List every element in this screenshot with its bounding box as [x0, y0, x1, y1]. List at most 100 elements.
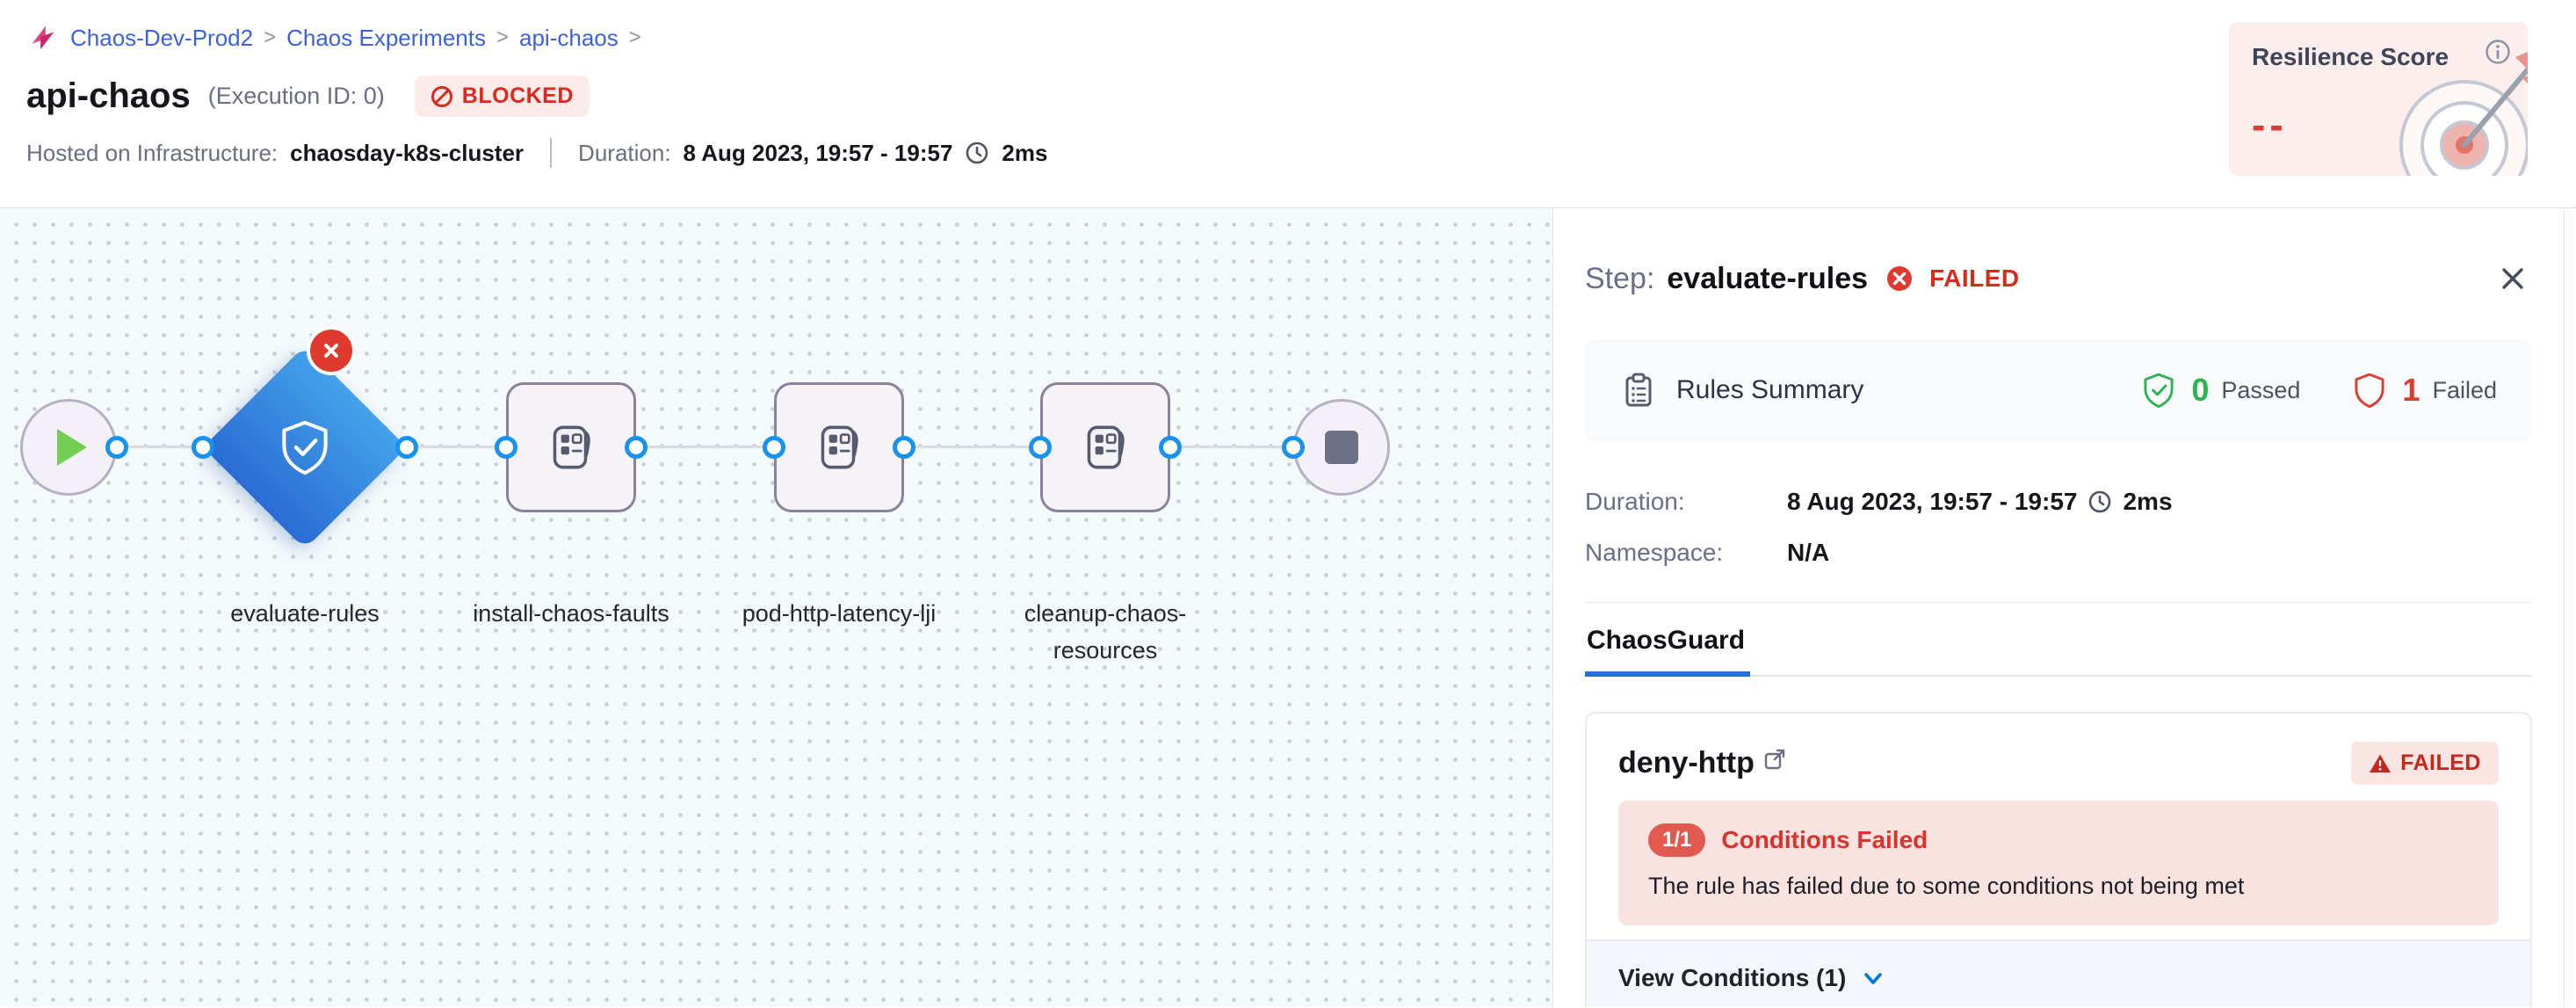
duration-label: Duration: [1585, 488, 1685, 515]
rule-card-header: deny-http [1587, 714, 2530, 785]
namespace-value: N/A [1787, 539, 1830, 566]
failed-circle-icon [1885, 265, 1914, 293]
step-details: Duration: 8 Aug 2023, 19:57 - 19:57 2ms … [1585, 488, 2532, 567]
edge-port[interactable] [495, 436, 517, 459]
namespace-row: Namespace: N/A [1585, 539, 2532, 567]
chevron-down-icon [1860, 965, 1886, 991]
breadcrumb-separator: > [264, 25, 277, 49]
duration-ms: 2ms [2123, 488, 2173, 515]
duration-label: Duration: [578, 139, 671, 166]
step-label: Step: [1585, 261, 1655, 295]
panel-tabbar: ChaosGuard [1585, 603, 2532, 677]
duration-value: 8 Aug 2023, 19:57 - 19:57 [1787, 488, 2078, 515]
edge-port[interactable] [763, 436, 785, 459]
edge-port[interactable] [1282, 436, 1305, 459]
edge-port[interactable] [192, 436, 214, 459]
pipeline-node-cleanup-chaos-resources[interactable] [1040, 382, 1170, 512]
node-label: evaluate-rules [230, 600, 380, 627]
pipeline-node-pod-http-latency[interactable] [774, 382, 904, 512]
breadcrumb: Chaos-Dev-Prod2 > Chaos Experiments > ap… [26, 21, 2576, 54]
chaos-fault-icon [542, 418, 600, 476]
conditions-failed-message: The rule has failed due to some conditio… [1648, 873, 2245, 899]
info-icon[interactable] [2484, 38, 2512, 70]
pipeline-end-node [1293, 399, 1390, 496]
rule-name: deny-http [1618, 746, 1755, 780]
meta-divider [550, 138, 553, 168]
duration-value: 8 Aug 2023, 19:57 - 19:57 [683, 139, 953, 166]
namespace-label: Namespace: [1585, 539, 1724, 566]
infra-value: chaosday-k8s-cluster [290, 139, 525, 166]
pipeline-node-install-chaos-faults[interactable] [506, 382, 636, 512]
breadcrumb-separator: > [496, 25, 510, 49]
status-badge-blocked: BLOCKED [414, 76, 590, 117]
edge-port[interactable] [105, 436, 128, 459]
close-icon[interactable] [2493, 259, 2532, 298]
chaos-fault-icon [1076, 418, 1134, 476]
execution-id: (Execution ID: 0) [207, 83, 385, 109]
step-name: evaluate-rules [1667, 261, 1869, 295]
play-icon [57, 429, 87, 466]
edge-port[interactable] [625, 436, 648, 459]
status-badge-label: BLOCKED [461, 83, 574, 108]
shield-check-icon [260, 402, 350, 492]
rule-status-label: FAILED [2400, 751, 2481, 775]
warning-triangle-icon [2369, 753, 2391, 774]
chaosguard-diamond[interactable] [203, 345, 407, 549]
edge-port[interactable] [1029, 436, 1052, 459]
breadcrumb-link-experiment[interactable]: api-chaos [519, 24, 619, 51]
duration-ms: 2ms [1002, 139, 1048, 166]
execution-meta: Hosted on Infrastructure: chaosday-k8s-c… [26, 138, 2576, 168]
section-divider [1585, 602, 2532, 603]
passed-count-group: 0 Passed [2138, 370, 2300, 410]
title-row: api-chaos (Execution ID: 0) BLOCKED [26, 76, 2576, 117]
node-label: cleanup-chaos-resources [1024, 600, 1187, 664]
duration-row: Duration: 8 Aug 2023, 19:57 - 19:57 2ms [1585, 488, 2532, 516]
edge-port[interactable] [1159, 436, 1182, 459]
resilience-score-value: -- [2252, 102, 2288, 148]
breadcrumb-separator: > [628, 25, 641, 49]
rule-status-badge: FAILED [2351, 742, 2499, 785]
pipeline-node-evaluate-rules[interactable] [203, 326, 407, 549]
resilience-score-title: Resilience Score [2252, 43, 2449, 70]
rules-summary-title: Rules Summary [1676, 375, 1864, 404]
clipboard-icon [1620, 372, 1657, 409]
external-link-icon [1763, 748, 1786, 771]
node-failed-badge [307, 326, 356, 375]
edge-port[interactable] [395, 436, 418, 459]
node-label: install-chaos-faults [473, 600, 669, 627]
breadcrumb-link-project[interactable]: Chaos-Dev-Prod2 [70, 24, 254, 51]
chaos-fault-icon [810, 418, 868, 476]
passed-count: 0 [2191, 372, 2210, 408]
breadcrumb-link-experiments[interactable]: Chaos Experiments [286, 24, 486, 51]
target-dart-illustration [2359, 40, 2528, 176]
clock-icon [965, 141, 989, 165]
view-conditions-label: View Conditions (1) [1618, 964, 1847, 991]
view-conditions-toggle[interactable]: View Conditions (1) [1587, 939, 2530, 1007]
passed-label: Passed [2221, 376, 2301, 403]
rule-name-link[interactable]: deny-http [1618, 746, 1786, 780]
pipeline-start-node [20, 399, 117, 496]
chaos-module-logo-icon [26, 21, 60, 54]
page-title: api-chaos [26, 76, 191, 115]
step-header: Step: evaluate-rules FAILED [1585, 259, 2532, 298]
step-status: FAILED [1929, 265, 2020, 292]
pipeline-canvas: evaluate-rules install-chaos-faults pod-… [0, 208, 1553, 1007]
failed-count-group: 1 Failed [2349, 370, 2497, 410]
edge-port[interactable] [893, 436, 915, 459]
conditions-failed-title: Conditions Failed [1721, 826, 1928, 853]
shield-red-icon [2349, 370, 2390, 410]
infra-label: Hosted on Infrastructure: [26, 139, 279, 166]
tab-chaosguard[interactable]: ChaosGuard [1585, 603, 1751, 677]
rules-summary-card: Rules Summary 0 Passed [1585, 338, 2532, 442]
failed-label: Failed [2432, 376, 2497, 403]
step-details-panel: Step: evaluate-rules FAILED [1553, 208, 2564, 1007]
page-header: Chaos-Dev-Prod2 > Chaos Experiments > ap… [0, 0, 2576, 208]
shield-check-green-icon [2138, 370, 2179, 410]
panel-scrollbar[interactable] [2564, 208, 2575, 1007]
conditions-failed-box: 1/1 Conditions Failed The rule has faile… [1618, 801, 2499, 925]
clock-icon [2088, 489, 2112, 514]
conditions-ratio-pill: 1/1 [1648, 823, 1706, 857]
pipeline-edge [97, 446, 1299, 448]
failed-count: 1 [2402, 372, 2420, 408]
rule-card-deny-http: deny-http [1585, 712, 2532, 1007]
